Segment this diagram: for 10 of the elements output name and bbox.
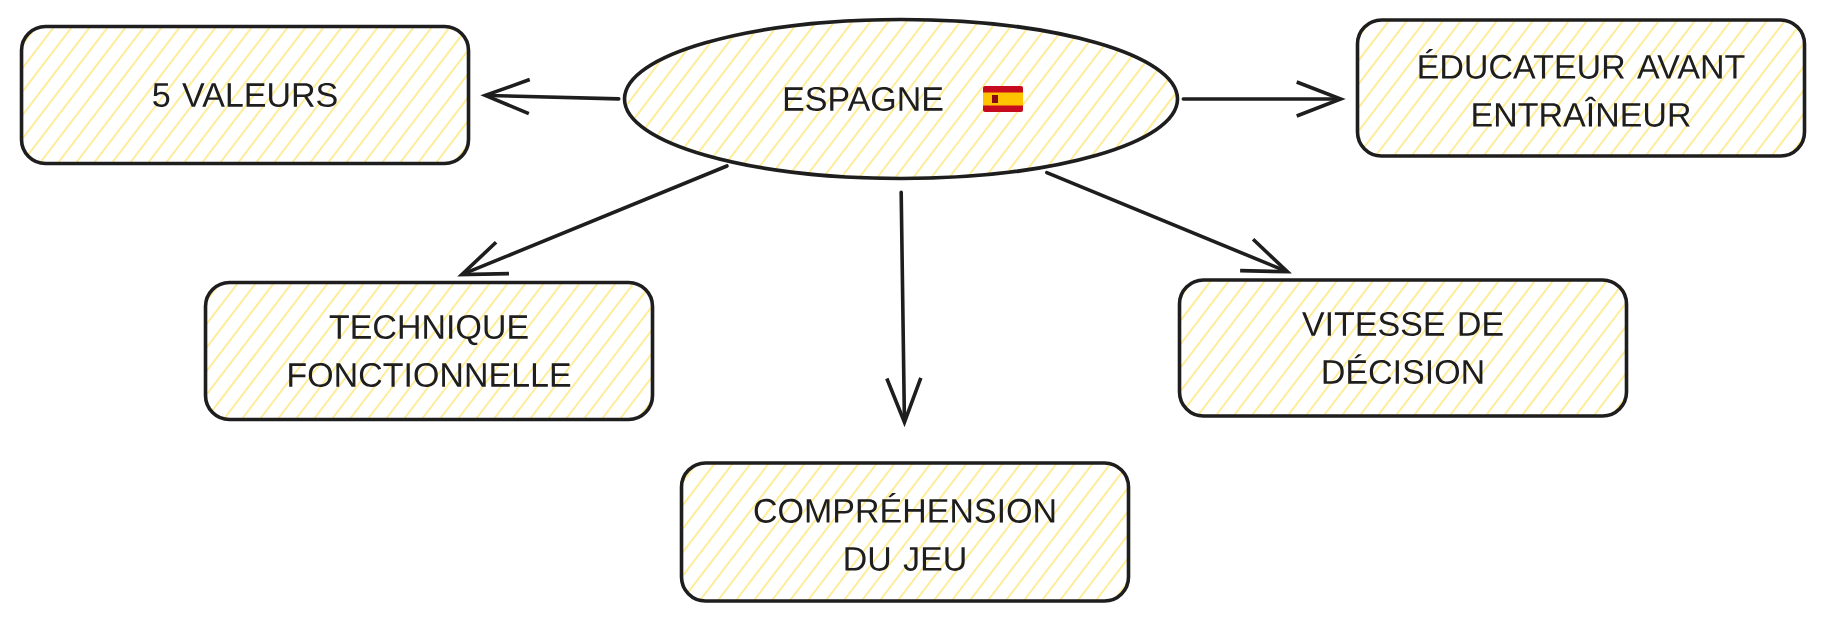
arrow: [885, 190, 923, 428]
rounded-box: TECHNIQUE FONCTIONNELLE: [203, 280, 655, 422]
rounded-box: COMPRÉHENSION DU JEU: [679, 461, 1131, 603]
rounded-box: 5 VALEURS: [19, 24, 471, 166]
arrow: [480, 77, 621, 116]
arrow: [1045, 170, 1292, 274]
rounded-box: VITESSE DE DÉCISION: [1177, 278, 1629, 418]
arrow: [457, 164, 729, 277]
rounded-box: ÉDUCATEUR AVANT ENTRAÎNEUR: [1355, 18, 1807, 158]
arrow: [1181, 80, 1346, 118]
